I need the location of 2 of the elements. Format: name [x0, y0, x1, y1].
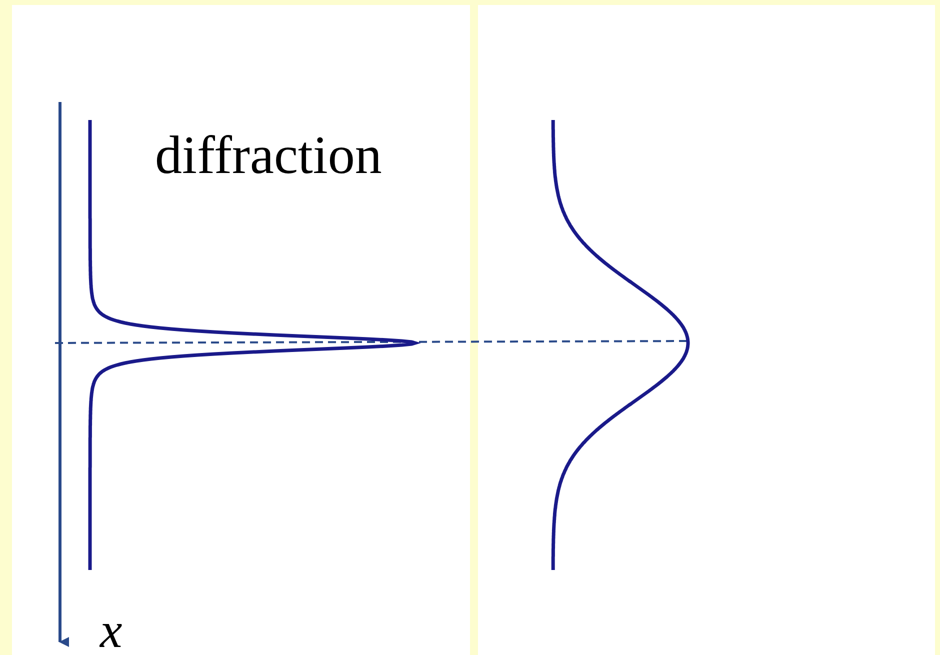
axis-label: x [100, 605, 122, 655]
diagram-label: diffraction [155, 125, 382, 185]
